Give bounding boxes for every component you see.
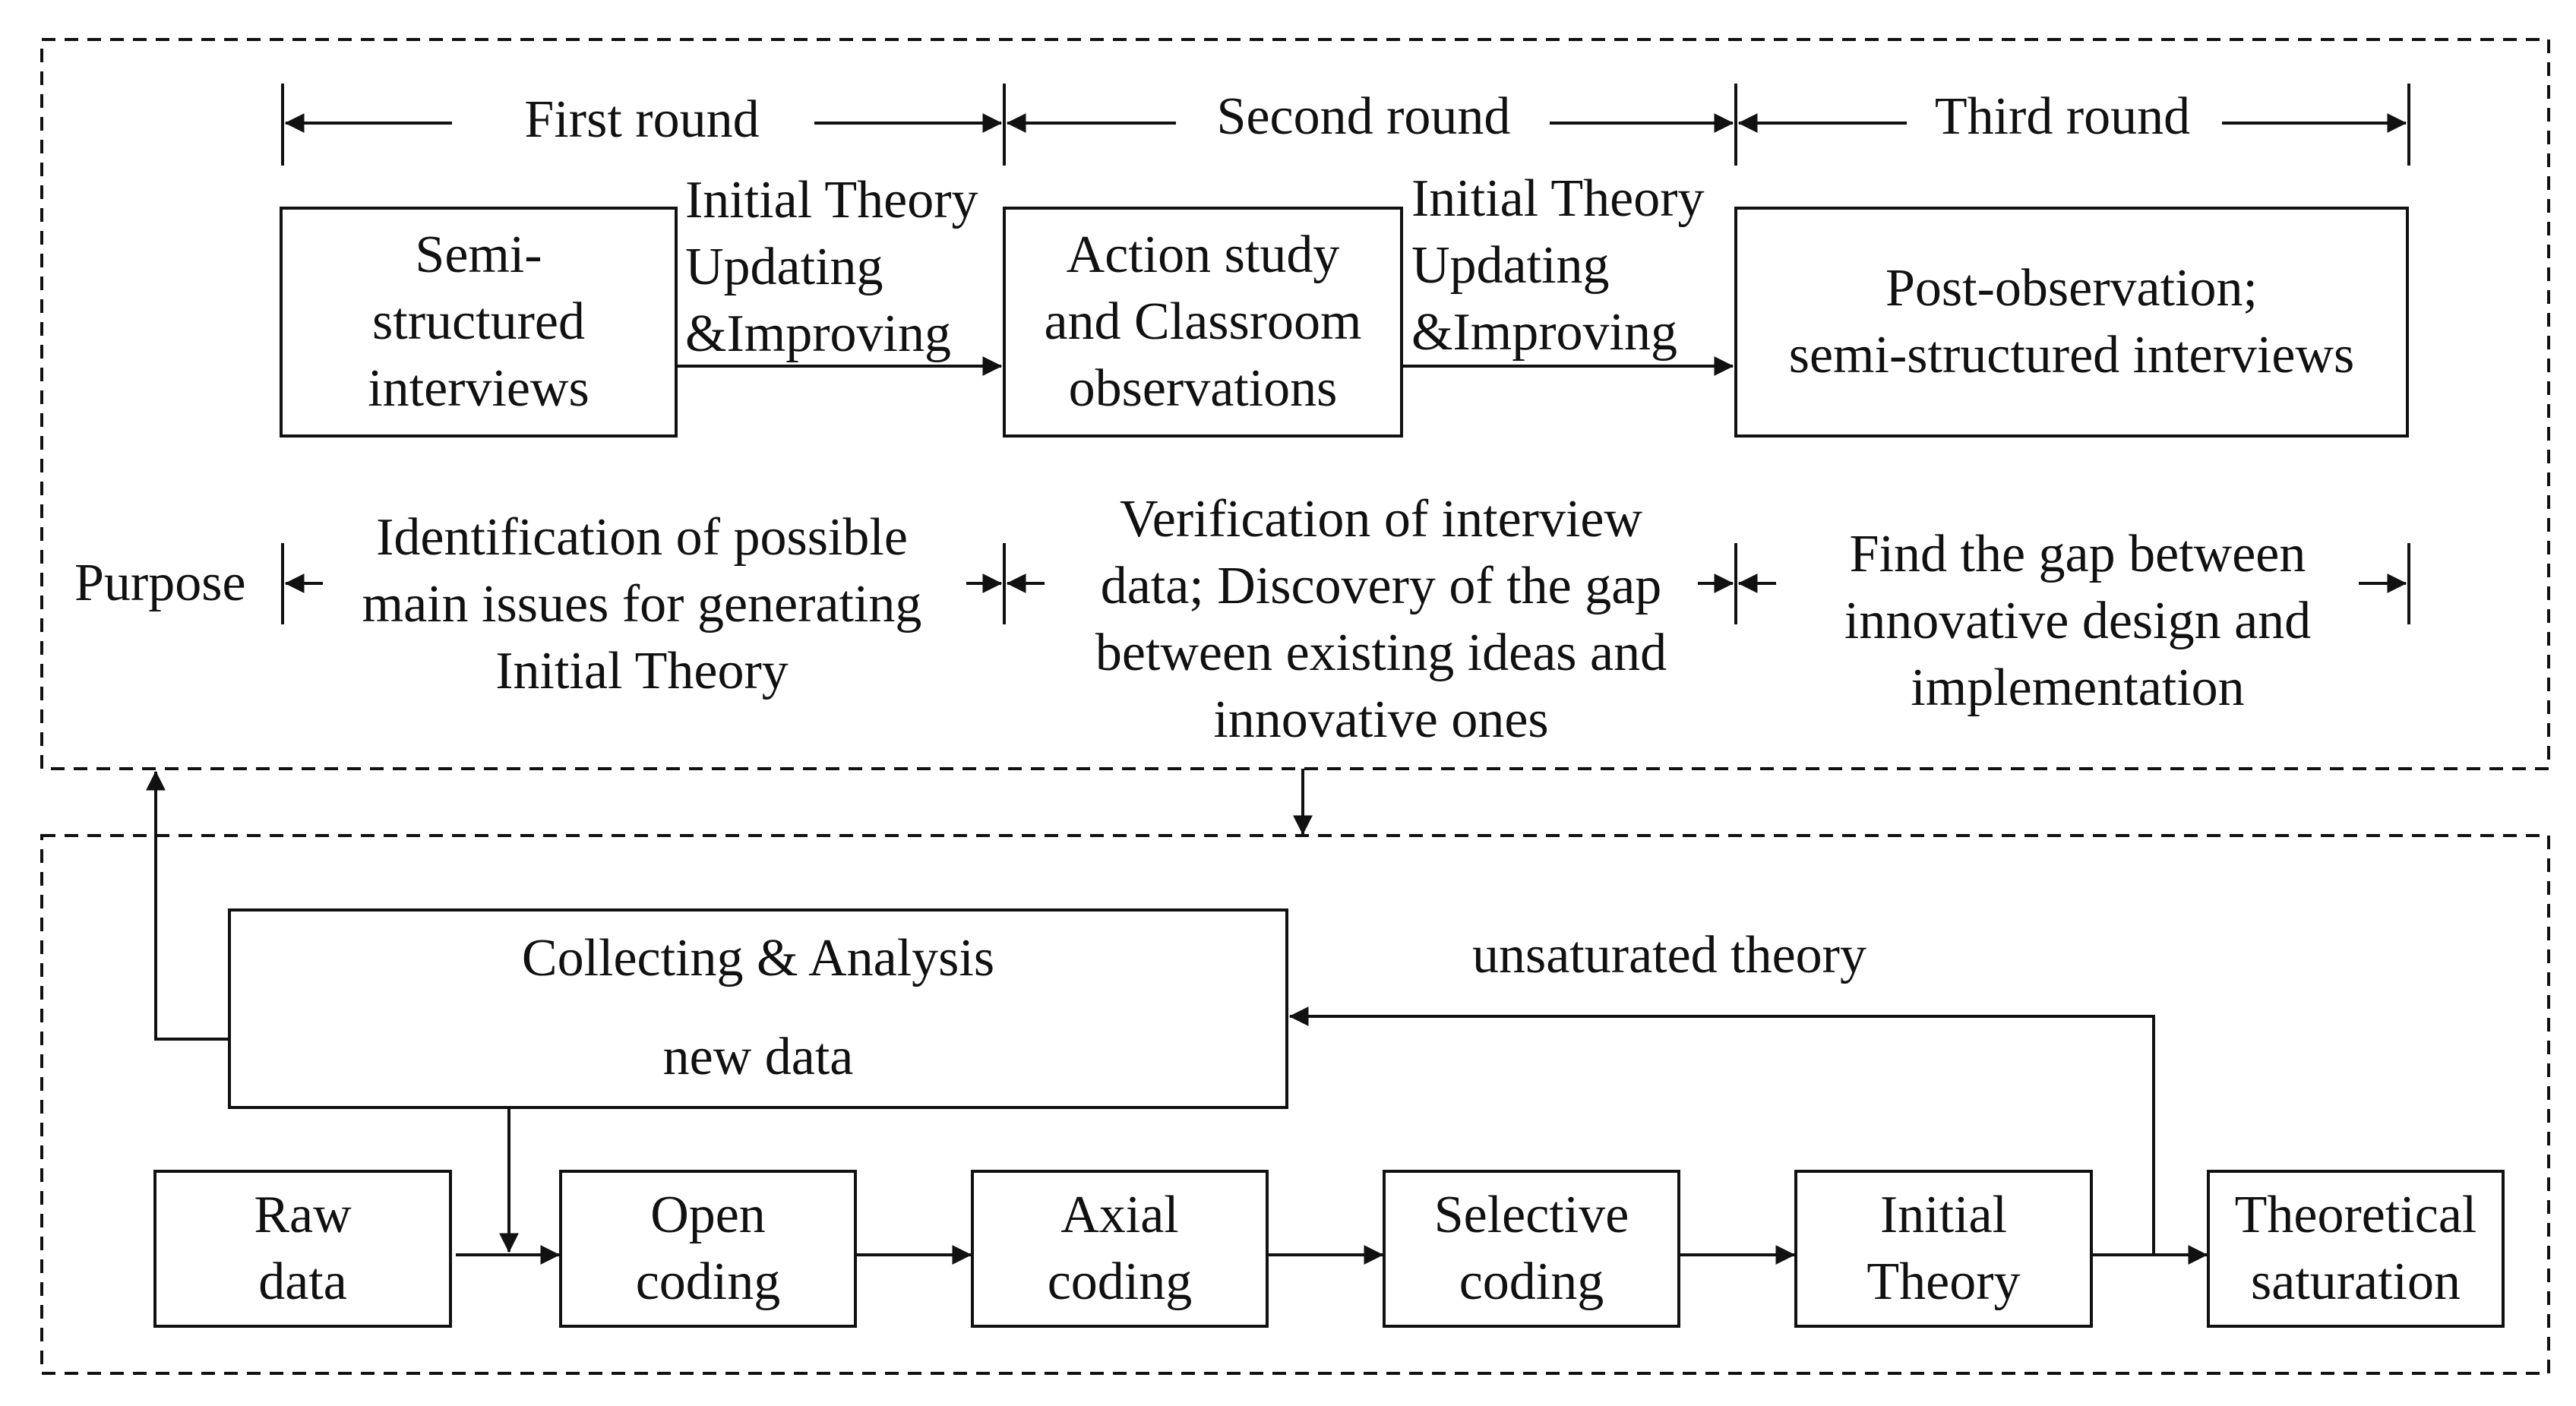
open-coding-text: Open coding — [635, 1186, 781, 1311]
action-study-box: Action study and Classroom observations — [1003, 207, 1403, 438]
axial-coding-box: Axial coding — [971, 1170, 1269, 1328]
lower-dashed-panel — [40, 834, 2550, 1375]
open-coding-box: Open coding — [559, 1170, 857, 1328]
round-ticks — [281, 84, 2410, 166]
raw-data-text: Raw data — [254, 1186, 352, 1311]
round-label-first: First round — [524, 90, 760, 149]
unsaturated-theory-label: unsaturated theory — [1472, 926, 1866, 984]
round-label-third: Third round — [1934, 87, 2191, 146]
transition-label-second-to-third: Initial Theory Updating &Improving — [1411, 169, 1705, 362]
purpose-label: Purpose — [74, 554, 246, 612]
selective-coding-text: Selective coding — [1433, 1186, 1629, 1311]
purpose-first-round: Identification of possible main issues f… — [362, 508, 922, 700]
semi-structured-interviews-box: Semi- structured interviews — [280, 207, 678, 438]
action-study-text: Action study and Classroom observations — [1044, 226, 1362, 418]
raw-data-box: Raw data — [153, 1170, 452, 1328]
purpose-third-round: Find the gap between innovative design a… — [1844, 525, 2312, 717]
collecting-analysis-box: Collecting & Analysis new data — [228, 908, 1288, 1109]
post-observation-text: Post-observation; semi-structured interv… — [1788, 259, 2355, 384]
coding-flow-arrows — [456, 1006, 2208, 1265]
upper-dashed-panel — [40, 38, 2550, 770]
theoretical-saturation-text: Theoretical saturation — [2234, 1186, 2477, 1311]
round-label-second: Second round — [1216, 87, 1511, 146]
collecting-analysis-subtitle: new data — [662, 1028, 854, 1086]
initial-theory-box: Initial Theory — [1794, 1170, 2093, 1328]
transition-label-first-to-second: Initial Theory Updating &Improving — [685, 171, 978, 363]
collecting-analysis-title: Collecting & Analysis — [521, 929, 995, 987]
initial-theory-text: Initial Theory — [1866, 1186, 2021, 1311]
panel-connectors — [146, 769, 1313, 1041]
theoretical-saturation-box: Theoretical saturation — [2207, 1170, 2505, 1328]
selective-coding-box: Selective coding — [1383, 1170, 1680, 1328]
axial-coding-text: Axial coding — [1047, 1186, 1193, 1311]
purpose-second-round: Verification of interview data; Discover… — [1095, 490, 1667, 749]
post-observation-box: Post-observation; semi-structured interv… — [1734, 207, 2409, 438]
purpose-arrows — [281, 543, 2410, 624]
semi-structured-interviews-text: Semi- structured interviews — [368, 226, 589, 418]
